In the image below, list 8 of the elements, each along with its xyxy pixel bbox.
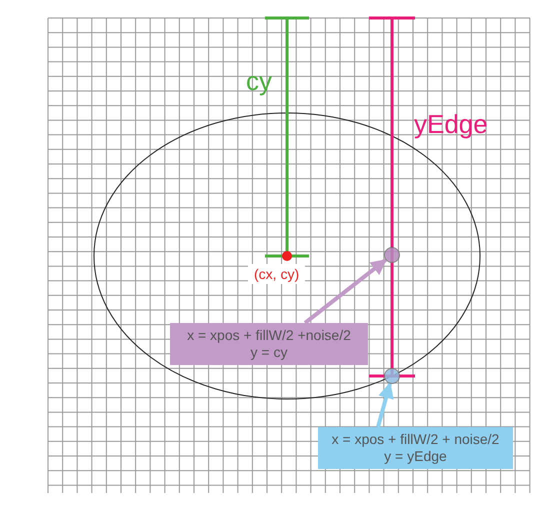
callout-box: x = xpos + fillW/2 + noise/2 y = yEdge <box>318 427 513 469</box>
point-marker <box>384 247 400 263</box>
arrow <box>304 258 387 325</box>
point-label: (cx, cy) <box>248 264 306 284</box>
dimension-label: cy <box>246 66 272 97</box>
arrow <box>376 382 394 428</box>
dimension-label: yEdge <box>414 109 488 140</box>
callout-box: x = xpos + fillW/2 +noise/2 y = cy <box>170 323 368 365</box>
